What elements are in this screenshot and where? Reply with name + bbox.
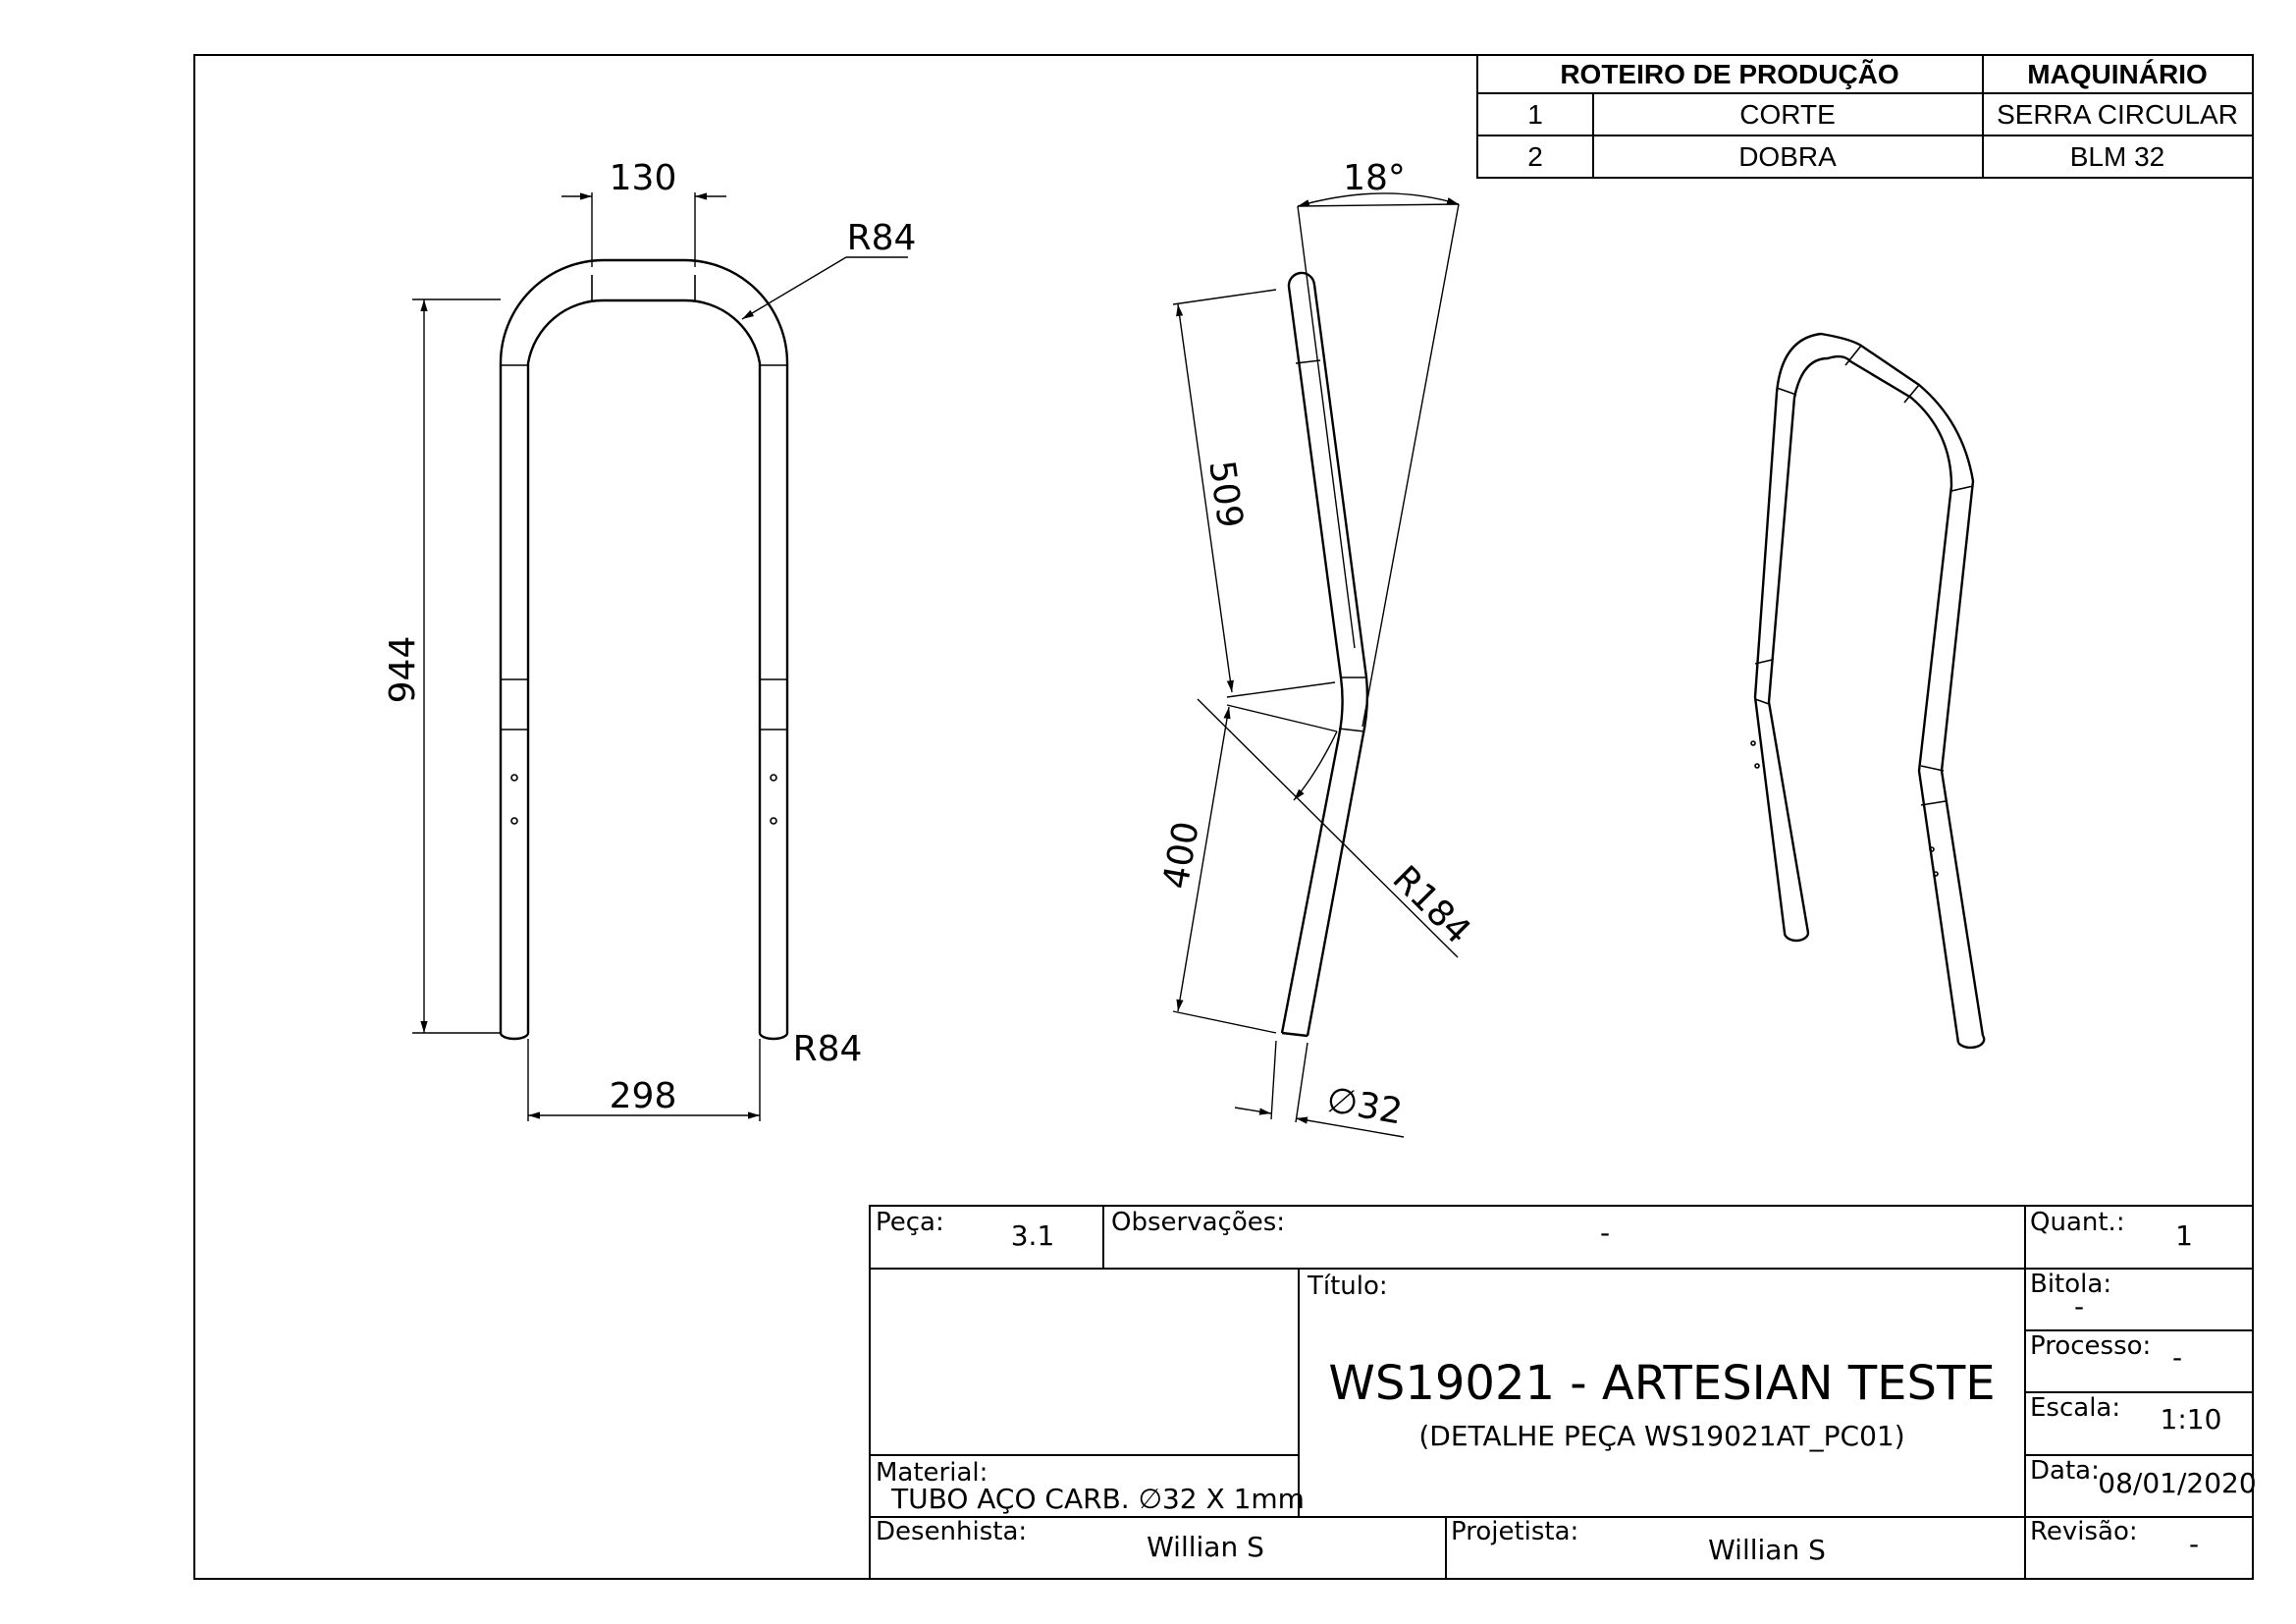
part-value: 3.1 [1011,1219,1055,1252]
revision-value: - [2189,1528,2199,1560]
designer-value: Willian S [1708,1534,1826,1566]
scale-label: Escala: [2030,1393,2120,1423]
routing-row-2-machine: BLM 32 [2070,141,2165,172]
sheet-border [193,54,2254,1580]
notes-value: - [1600,1217,1610,1249]
drafter-value: Willian S [1147,1531,1264,1563]
drawing-subtitle: (DETALHE PEÇA WS19021AT_PC01) [1418,1420,1904,1452]
drafter-label: Desenhista: [876,1517,1027,1546]
isometric-view-tube [1750,332,1986,1050]
date-label: Data: [2030,1456,2100,1486]
process-value: - [2172,1341,2182,1374]
drawing-title: WS19021 - ARTESIAN TESTE [1328,1356,1995,1411]
title-block-grid [869,1205,2254,1580]
designer-label: Projetista: [1451,1517,1578,1546]
front-view-dimension-lines [412,192,908,1121]
side-view-dimension-lines [1172,192,1460,1138]
routing-header-process: ROTEIRO DE PRODUÇÃO [1560,59,1898,89]
process-label: Processo: [2030,1331,2151,1361]
routing-row-1-process: CORTE [1739,99,1836,130]
dimension-side-upper-length: 509 [1201,459,1250,531]
dimension-side-bend-radius: R184 [1384,858,1477,951]
dimension-top-width: 130 [610,158,677,198]
gauge-label: Bitola: [2030,1270,2111,1299]
routing-row-1-machine: SERRA CIRCULAR [1997,99,2238,130]
dimension-bottom-radius: R84 [793,1029,863,1069]
gauge-value: - [2074,1290,2084,1323]
routing-row-2-num: 2 [1527,141,1543,172]
title-label: Título: [1307,1272,1388,1301]
date-value: 08/01/2020 [2098,1467,2256,1499]
material-value: TUBO AÇO CARB. ∅32 X 1mm [890,1483,1305,1515]
dimension-height: 944 [383,636,423,704]
dimension-side-angle: 18° [1343,158,1406,198]
quantity-value: 1 [2175,1219,2193,1252]
side-view-tube [1280,271,1369,1038]
routing-header-machine: MAQUINÁRIO [2027,59,2208,89]
quantity-label: Quant.: [2030,1208,2125,1237]
part-label: Peça: [876,1208,944,1237]
dimension-top-radius: R84 [847,218,917,258]
notes-label: Observações: [1111,1208,1285,1237]
routing-row-1-num: 1 [1527,99,1543,130]
routing-row-2-process: DOBRA [1738,141,1837,172]
front-view-tube [499,258,789,1041]
routing-table [1476,54,2254,179]
revision-label: Revisão: [2030,1517,2138,1546]
material-label: Material: [876,1458,988,1488]
scale-value: 1:10 [2161,1403,2222,1435]
dimension-bottom-width: 298 [610,1076,677,1116]
